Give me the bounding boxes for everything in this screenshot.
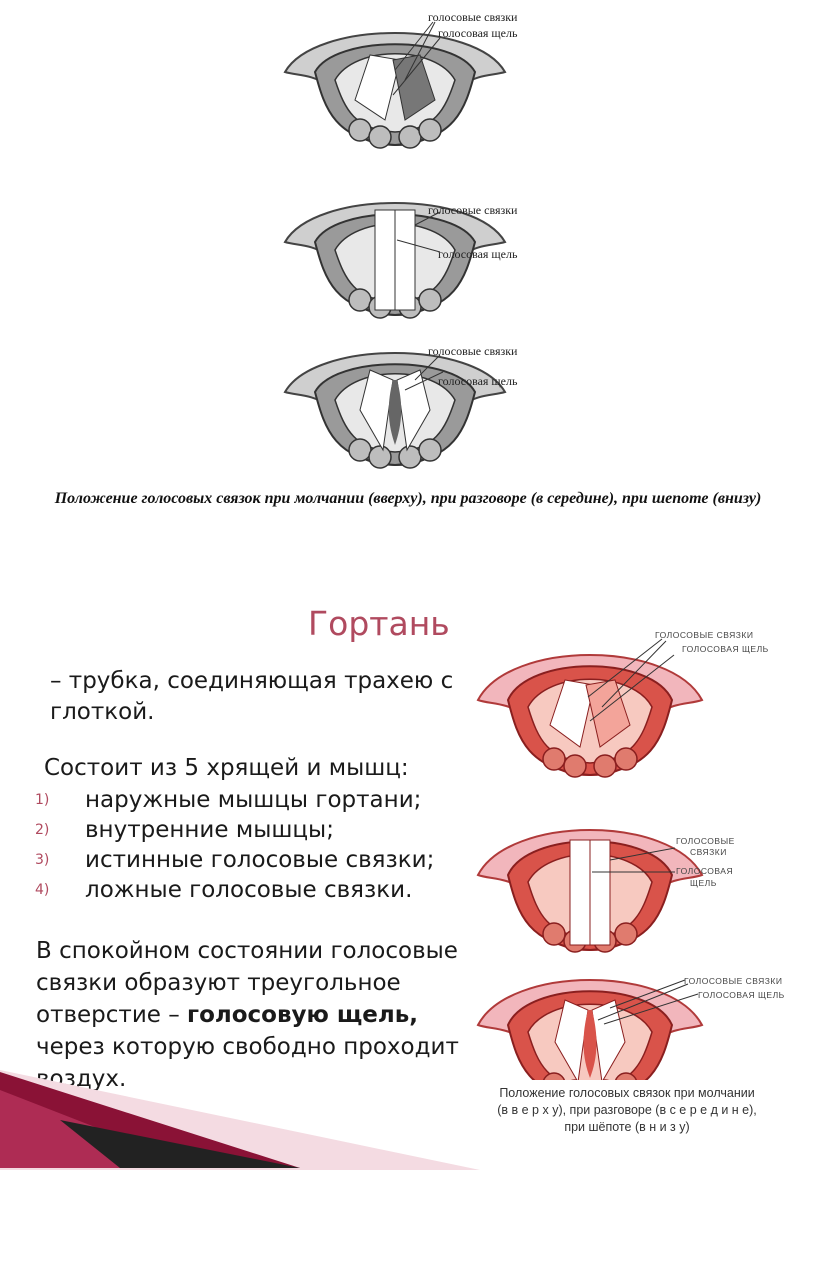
calm-text-bold: голосовую щель,: [187, 1002, 419, 1028]
slide-caption-line2: (в в е р х у), при разговоре (в с е р е …: [497, 1103, 757, 1117]
slide-label-glottis-mid-1: ГОЛОСОВАЯ: [676, 866, 734, 876]
slide-larynx-figure: [477, 638, 703, 1080]
label-glottis-mid: голосовая щель: [438, 247, 518, 261]
slide-label-cords-mid-2: СВЯЗКИ: [690, 847, 727, 857]
label-cords-mid: голосовые связки: [428, 203, 518, 217]
slide-label-cords-bottom: ГОЛОСОВЫЕ СВЯЗКИ: [684, 976, 783, 986]
label-glottis-bottom: голосовая щель: [438, 374, 518, 388]
slide-title: Гортань: [308, 604, 450, 643]
list-number: 2): [35, 822, 50, 838]
label-cords-top: голосовые связки: [428, 10, 518, 24]
calm-text-part1: В спокойном состоянии голосовые связки о…: [36, 938, 458, 1028]
label-cords-bottom: голосовые связки: [428, 344, 518, 358]
list-number: 1): [35, 792, 50, 808]
slide-label-cords-mid-1: ГОЛОСОВЫЕ: [676, 836, 735, 846]
slide-label-glottis-top: ГОЛОСОВАЯ ЩЕЛЬ: [682, 644, 769, 654]
top-figure-caption: Положение голосовых связок при молчании …: [54, 490, 762, 507]
list-text: внутренние мышцы;: [85, 817, 334, 843]
consists-intro: Состоит из 5 хрящей и мышц:: [44, 755, 409, 781]
slide-caption-line1: Положение голосовых связок при молчании: [499, 1086, 755, 1100]
top-larynx-figure: [284, 21, 506, 469]
slide-corner-band: [0, 1070, 480, 1170]
list-text: истинные голосовые связки;: [85, 847, 435, 873]
slide-figure-caption: Положение голосовых связок при молчании …: [462, 1085, 792, 1136]
slide-label-glottis-bottom: ГОЛОСОВАЯ ЩЕЛЬ: [698, 990, 785, 1000]
label-glottis-top: голосовая щель: [438, 26, 518, 40]
slide-label-glottis-mid-2: ЩЕЛЬ: [690, 878, 717, 888]
definition-text: – трубка, соединяющая трахею с глоткой.: [50, 668, 454, 725]
list-text: ложные голосовые связки.: [85, 877, 413, 903]
list-text: наружные мышцы гортани;: [85, 787, 422, 813]
list-number: 3): [35, 852, 50, 868]
slide-label-cords-top: ГОЛОСОВЫЕ СВЯЗКИ: [655, 630, 754, 640]
slide-caption-line3: при шёпоте (в н и з у): [564, 1120, 690, 1134]
list-number: 4): [35, 882, 50, 898]
